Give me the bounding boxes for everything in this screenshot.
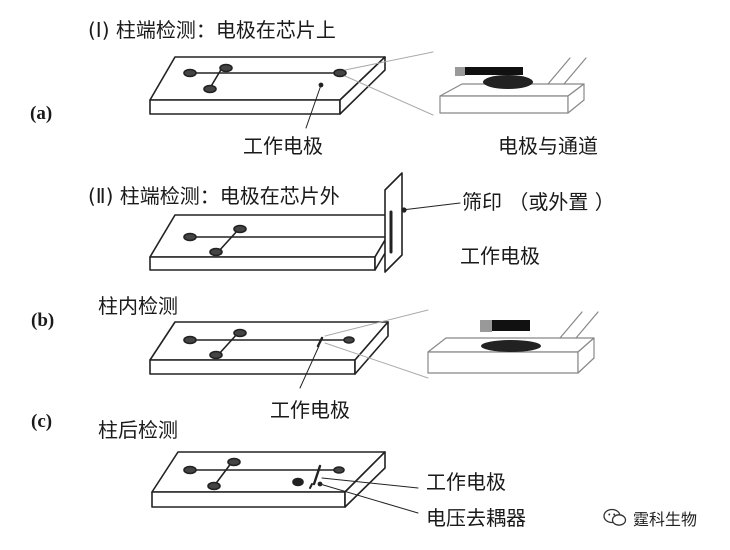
heading-post-column: 柱后检测 bbox=[98, 418, 178, 442]
label-electrode-and-channel: 电极与通道 bbox=[498, 134, 598, 158]
label-working-electrode-b: 工作电极 bbox=[270, 398, 350, 422]
heading-in-column: 柱内检测 bbox=[98, 294, 178, 318]
chip-a bbox=[149, 56, 386, 129]
zoom-inset-a bbox=[439, 57, 587, 114]
label-working-electrode-a: 工作电极 bbox=[243, 134, 323, 158]
label-working-electrode-II: 工作电极 bbox=[460, 244, 540, 268]
watermark-text: 霆科生物 bbox=[633, 510, 698, 529]
label-working-electrode-c: 工作电极 bbox=[426, 470, 506, 494]
label-voltage-decoupler: 电压去耦器 bbox=[426, 506, 526, 530]
heading-end-column-on-chip: (Ⅰ) 柱端检测：电极在芯片上 bbox=[88, 18, 336, 42]
panel-label-a: (a) bbox=[30, 103, 53, 124]
heading-end-column-off-chip: (Ⅱ) 柱端检测：电极在芯片外 bbox=[88, 184, 340, 208]
label-screen-printed: 筛印 （或外置 ） bbox=[462, 190, 615, 214]
panel-label-c: (c) bbox=[31, 411, 53, 432]
wechat-bubble-icon bbox=[603, 508, 627, 526]
watermark: 霆科生物 bbox=[603, 506, 697, 530]
zoom-lines-b bbox=[324, 309, 429, 379]
chip-II bbox=[149, 172, 461, 273]
chip-b bbox=[149, 321, 389, 389]
chip-c bbox=[151, 451, 419, 514]
panel-label-b: (b) bbox=[31, 310, 55, 331]
zoom-lines-a bbox=[344, 51, 434, 116]
zoom-inset-b bbox=[427, 311, 599, 374]
